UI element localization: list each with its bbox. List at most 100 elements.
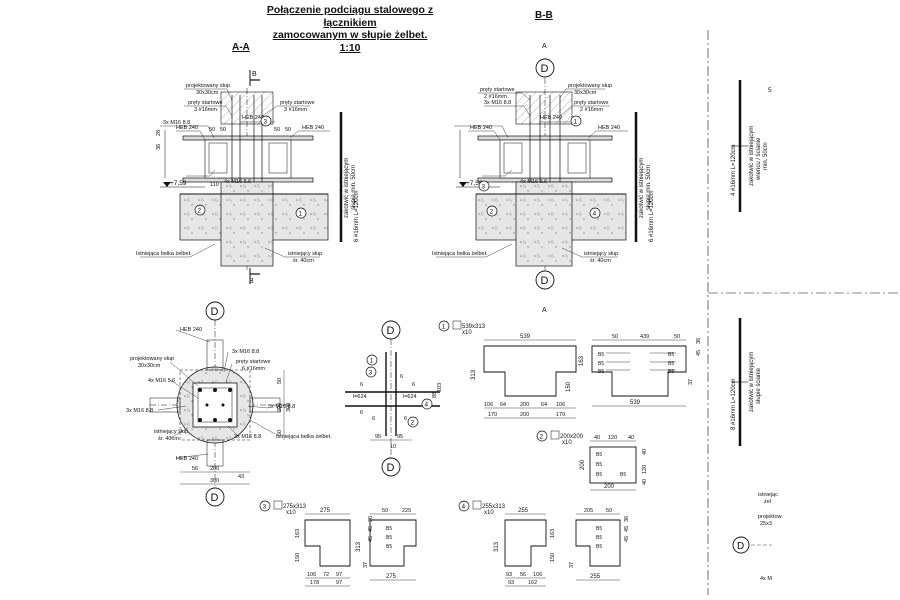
rp-text1a: istniejąc (758, 492, 778, 498)
aa-heb-mid: HEB 240 (242, 115, 264, 121)
bb-heb-right: HEB 240 (598, 125, 620, 131)
plate3-size: 275x313 (283, 504, 307, 510)
plate1-right: 150 (566, 381, 572, 392)
plate3-w1: B5 (386, 526, 392, 532)
aa-dim-50d: 50 (285, 127, 291, 133)
plate1-w1: B5 (598, 352, 604, 358)
bb-bars-left-2: 2 #16mm (484, 94, 507, 100)
plate1-inner: 163 (579, 355, 585, 366)
section-aa-title: A-A (232, 42, 250, 53)
detail-marker-1: 1 (370, 358, 374, 365)
detail-marker-4: 4 (425, 402, 429, 409)
bb-heb-mid: HEB 240 (540, 115, 562, 121)
plate1-sr-a: 45 (696, 350, 702, 356)
plate1-b1b: 64 (500, 402, 506, 408)
plate2-w3: B5 (596, 472, 602, 478)
aa-dim-50a: 50 (209, 127, 215, 133)
bb-bars-left-1: pręty startowe (480, 87, 515, 93)
plate1-b1e: 106 (556, 402, 565, 408)
plate4-r2: 150 (550, 553, 556, 562)
bb-marker-1: 1 (574, 119, 578, 126)
aa-marker-2: 2 (198, 208, 202, 215)
plate2-w4: B5 (620, 472, 626, 478)
aa-heb-right: HEB 240 (302, 125, 324, 131)
plan-axis-bottom: D (211, 492, 219, 504)
plan-bars-2: 6 #16mm (242, 366, 265, 372)
detail-88: 88 (432, 392, 438, 398)
section-bb: B-B A D +7,59 (432, 10, 655, 314)
aa-beam: Istniejąca belka żelbet. (136, 251, 192, 257)
aa-bars-right-1: pręty startowe (280, 100, 315, 106)
plate4-w3: B5 (596, 544, 602, 550)
plan-view: D (126, 301, 332, 507)
plate1-sb: 539 (630, 400, 641, 406)
plate3-b1a: 106 (307, 572, 316, 578)
plate2-w1: B5 (596, 452, 602, 458)
aa-marker-3: 3 (264, 119, 268, 126)
bb-bars-note: 6 #16mm L=120cm (649, 190, 655, 242)
plate1-b2a: 170 (488, 412, 497, 418)
plate3-mark: 3 (263, 504, 267, 511)
rp-top-note: 5 (768, 87, 772, 94)
plate4-b1c: 106 (533, 572, 542, 578)
plate4-b2a: 93 (508, 580, 514, 586)
title-line-1: Połączenie podciągu stalowego z łączniki… (266, 4, 434, 29)
plate4-r1: 163 (550, 529, 556, 538)
detail-axis-top: D (387, 325, 395, 337)
plan-dim-300v: 300 (286, 403, 292, 412)
aa-level: +7,59 (170, 180, 187, 187)
plan-heb-bottom: HEB 240 (176, 456, 198, 462)
plan-col-exist-1: istniejący słup (154, 429, 188, 435)
section-aa: A-A B +7,59 (136, 42, 360, 285)
plate2-size: 200x200 (560, 434, 584, 440)
plate4-w1: B5 (596, 526, 602, 532)
plate1-top: 539 (520, 334, 531, 340)
plate1-left: 313 (471, 369, 477, 380)
aa-heb-left: HEB 240 (176, 125, 198, 131)
bb-axis-top: D (541, 63, 549, 75)
rp-bars2: 8 #16mm L=120cm (731, 378, 737, 430)
aa-bars-left-2: 3 #16mm (194, 107, 217, 113)
bb-anchor-2: słupie min. 50cm (646, 165, 652, 210)
aa-bars-right-2: 3 #16mm (284, 107, 307, 113)
plate2-mark: 2 (540, 434, 544, 441)
plate4-b2b: 162 (528, 580, 537, 586)
plate3-sr-a: 36 (368, 516, 374, 522)
plate1-mark: 1 (442, 324, 446, 331)
plate-detail: D 1 3 4 2 l=624 l=624 6 6 6 6 6 6 103 88 (345, 320, 443, 477)
aa-marker-1: 1 (299, 211, 303, 218)
bb-level: +7,59 (466, 180, 483, 187)
bb-col-label-2: 30x30cm (574, 90, 597, 96)
detail-103: 103 (437, 383, 443, 392)
detail-axis-bottom: D (387, 462, 395, 474)
detail-6e: 6 (372, 416, 375, 422)
plate1-b1c: 200 (520, 402, 529, 408)
aa-col-exist-1: istniejący słup (288, 251, 322, 257)
aa-bars-left-1: pręty startowe (188, 100, 223, 106)
detail-95b: 95 (397, 434, 403, 440)
rp-text2b: 25x3 (760, 521, 772, 527)
plate2-r3: 40 (642, 479, 648, 485)
plate2-thk: x10 (562, 440, 572, 446)
bb-marker-2: 2 (490, 209, 494, 216)
plate1-st-c: 50 (674, 334, 680, 340)
plate1-b1d: 64 (541, 402, 547, 408)
aa-dim-28: 28 (156, 130, 162, 136)
plate3-st-b: 225 (402, 508, 411, 514)
plate2-t2: 120 (608, 435, 617, 441)
detail-95a: 95 (375, 434, 381, 440)
plate3-l1: 163 (295, 529, 301, 538)
plate-3: 3 275x313 x10 275 163 150 313 106 72 97 … (259, 500, 417, 587)
plate4-b1a: 93 (506, 572, 512, 578)
rp-axis: D (737, 541, 744, 552)
plate3-b1b: 72 (323, 572, 329, 578)
plate3-b2a: 178 (310, 580, 319, 586)
detail-l624b: l=624 (403, 394, 417, 400)
plate4-mark: 4 (462, 504, 466, 511)
right-panel: 5 4 #16mm L=120cm zakotwić w istniejącym… (731, 80, 782, 582)
drawing-title: Połączenie podciągu stalowego z łączniki… (240, 4, 460, 54)
aa-dim-110: 110 (210, 182, 219, 188)
plate1-w5: B5 (668, 361, 674, 367)
